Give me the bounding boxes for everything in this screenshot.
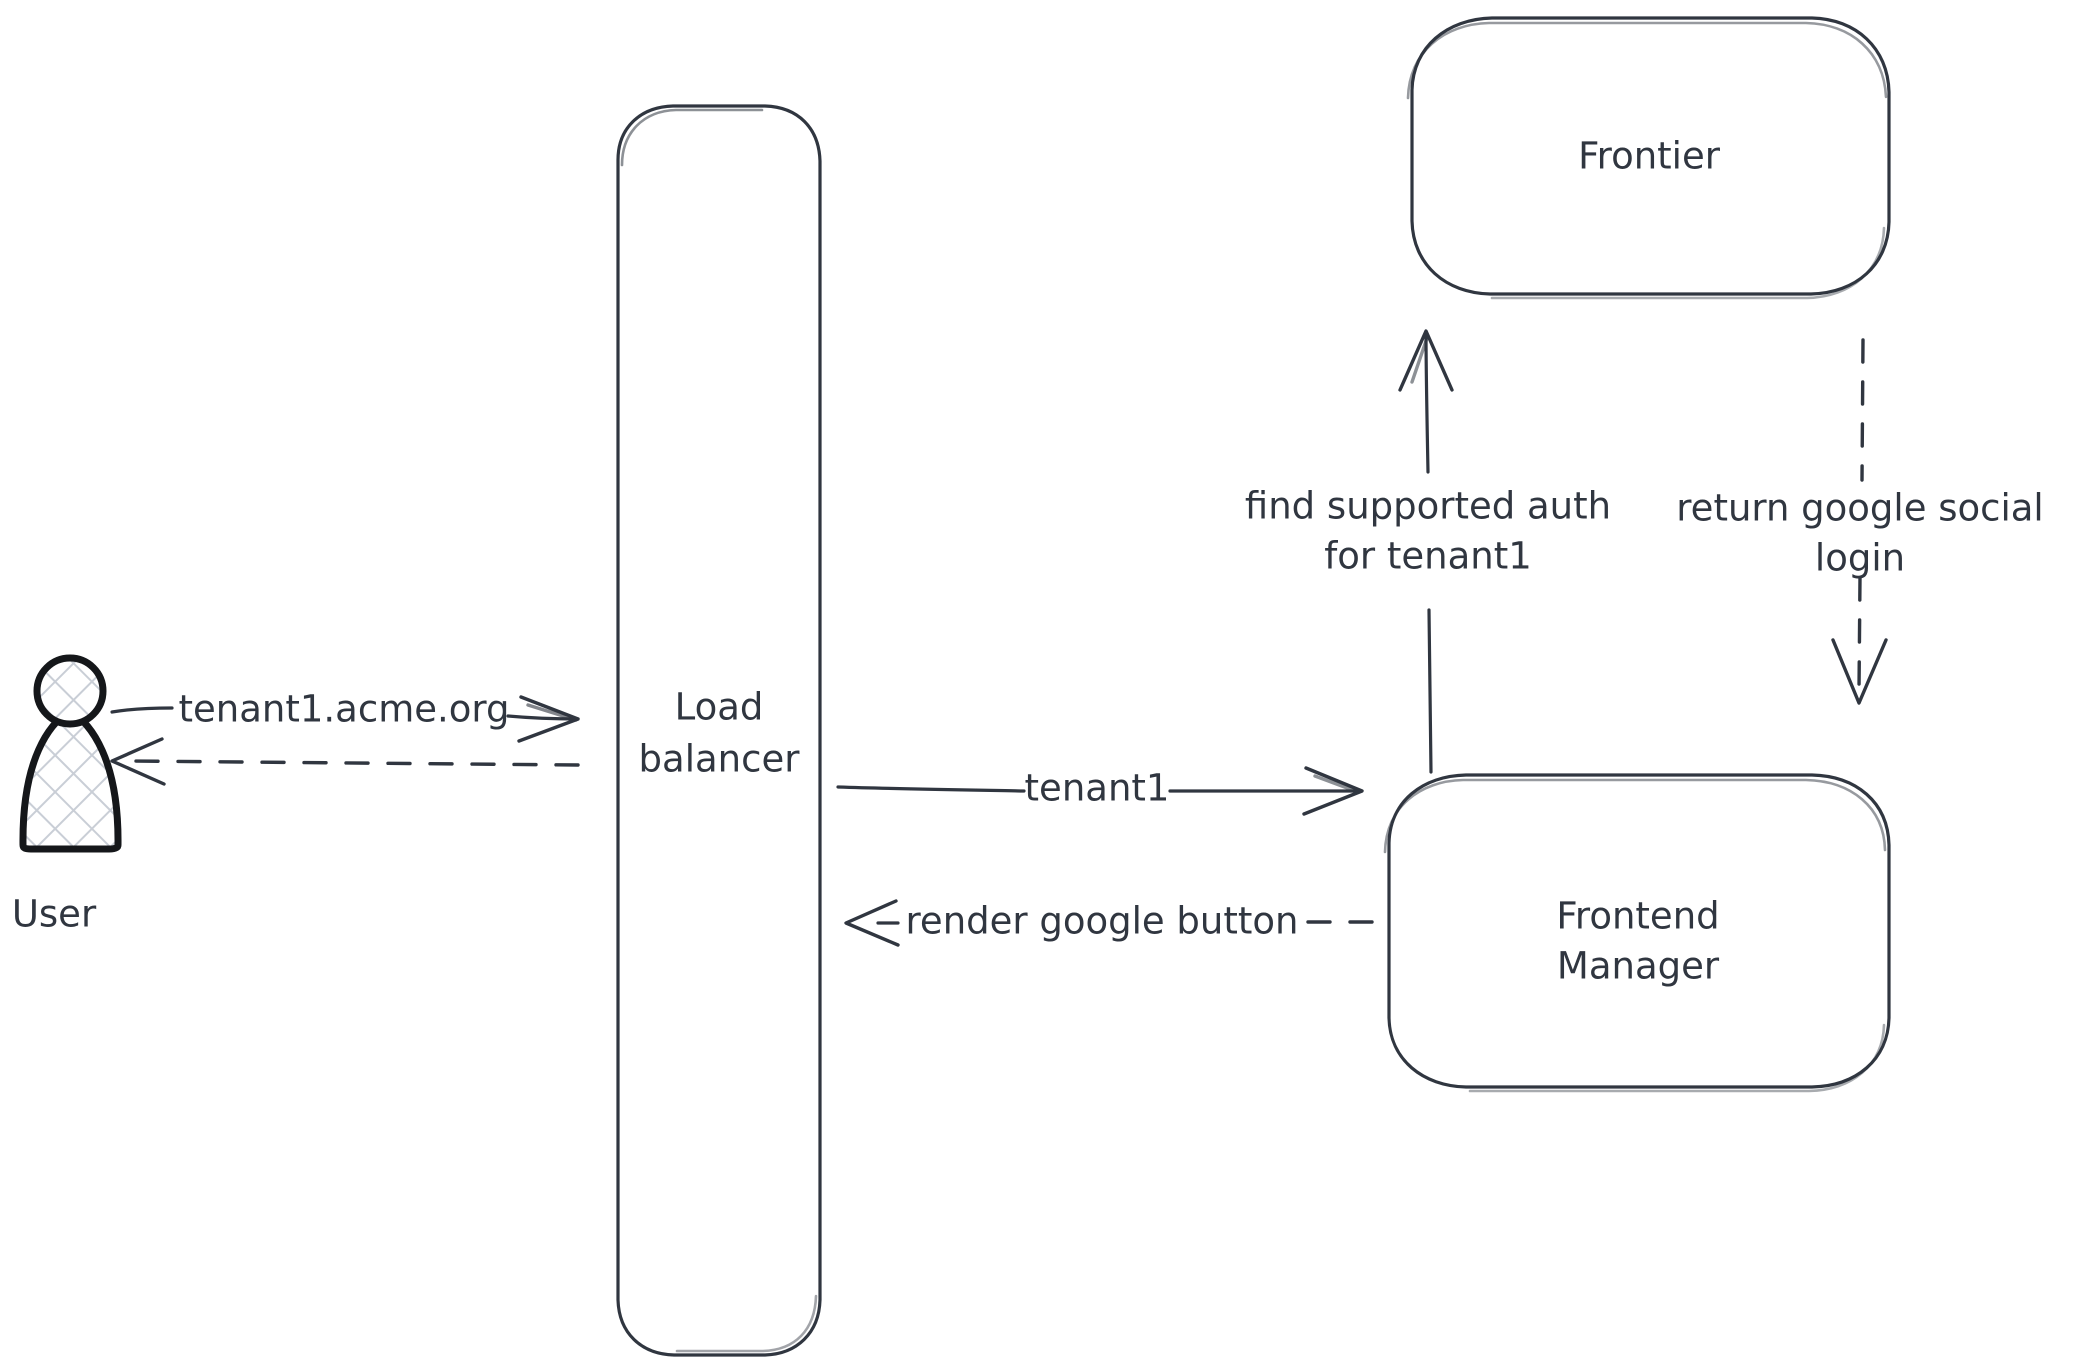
edge-frontend-manager-to-frontier-label-line2: for tenant1 <box>1324 535 1532 578</box>
node-load-balancer[interactable]: Load balancer <box>616 104 822 1357</box>
node-frontend-manager-label-line2: Manager <box>1557 945 1720 988</box>
node-load-balancer-label-line2: balancer <box>639 738 801 781</box>
edge-user-to-load-balancer: tenant1.acme.org <box>110 688 580 743</box>
edge-frontend-manager-to-load-balancer: render google button <box>844 899 1374 947</box>
actor-user-label: User <box>12 893 97 936</box>
node-load-balancer-label-line1: Load <box>675 686 764 729</box>
edge-frontier-to-frontend-manager-label-line1: return google social <box>1676 487 2043 530</box>
edge-frontend-manager-to-load-balancer-label: render google button <box>906 900 1299 943</box>
node-frontend-manager[interactable]: Frontend Manager <box>1383 773 1891 1093</box>
edge-load-balancer-to-frontend-manager: tenant1 <box>836 766 1364 816</box>
edge-frontier-to-frontend-manager: return google social login <box>1676 338 2044 705</box>
edge-load-balancer-to-user <box>110 737 580 786</box>
node-frontend-manager-label-line1: Frontend <box>1556 895 1719 938</box>
node-frontier-label-line1: Frontier <box>1578 135 1721 178</box>
node-frontier[interactable]: Frontier <box>1406 16 1891 300</box>
edge-load-balancer-to-frontend-manager-label: tenant1 <box>1025 767 1170 810</box>
edge-frontier-to-frontend-manager-label-line2: login <box>1815 537 1905 580</box>
actor-user[interactable]: User <box>12 654 122 936</box>
edge-frontend-manager-to-frontier: find supported auth for tenant1 <box>1245 329 1611 774</box>
edge-frontend-manager-to-frontier-label-line1: find supported auth <box>1245 485 1611 528</box>
edge-user-to-load-balancer-label: tenant1.acme.org <box>179 688 510 731</box>
